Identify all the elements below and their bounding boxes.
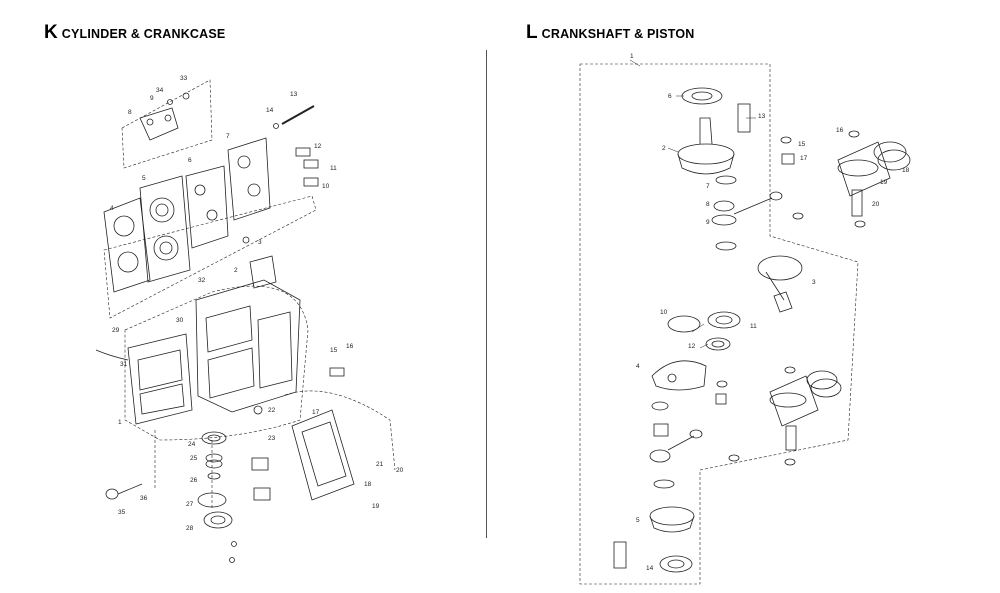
callout-l-19: 19 [880, 179, 888, 186]
callout-l-9: 9 [706, 219, 710, 226]
callout-k-11: 11 [330, 165, 337, 172]
callout-k-23: 23 [268, 435, 276, 442]
callout-k-7: 7 [226, 133, 230, 140]
lower-crank-web [651, 360, 707, 391]
callout-k-15: 15 [330, 347, 338, 354]
center-crankshaft [757, 255, 803, 313]
callouts-k: 1 2 3 4 5 6 7 8 9 10 11 12 13 14 15 16 1… [110, 75, 404, 532]
callout-k-25: 25 [190, 455, 198, 462]
callout-l-1: 1 [630, 53, 634, 60]
callout-k-16: 16 [346, 343, 354, 350]
lower-piston [769, 375, 819, 427]
callout-k-3: 3 [258, 239, 262, 246]
callout-k-36: 36 [140, 495, 148, 502]
callout-l-12: 12 [688, 343, 696, 350]
callout-l-14: 14 [646, 565, 654, 572]
callout-k-4: 4 [110, 205, 114, 212]
callout-l-13: 13 [758, 113, 766, 120]
callout-k-34: 34 [156, 87, 164, 94]
callout-k-1: 1 [118, 419, 122, 426]
panel-letter-k: K [44, 22, 58, 43]
upper-crankshaft [677, 117, 735, 175]
callout-k-24: 24 [188, 441, 196, 448]
callout-k-35: 35 [118, 509, 126, 516]
cylinder-block [195, 279, 301, 413]
callout-k-2: 2 [234, 267, 238, 274]
callout-l-15: 15 [798, 141, 806, 148]
panel-divider [486, 50, 487, 538]
top-bearing [681, 87, 723, 105]
callout-k-10: 10 [322, 183, 330, 190]
drain-bolt [105, 483, 143, 500]
crankcase [127, 333, 193, 425]
callout-k-14: 14 [266, 107, 274, 114]
callout-k-19: 19 [372, 503, 380, 510]
callout-k-30: 30 [176, 317, 184, 324]
callout-l-5: 5 [636, 517, 640, 524]
callout-k-13: 13 [290, 91, 298, 98]
callout-l-8: 8 [706, 201, 710, 208]
callout-l-16: 16 [836, 127, 844, 134]
callout-k-26: 26 [190, 477, 198, 484]
callout-l-18: 18 [902, 167, 910, 174]
callout-k-6: 6 [188, 157, 192, 164]
callout-l-3: 3 [812, 279, 816, 286]
seals-bearings [197, 431, 271, 529]
thermostat-cover [227, 137, 271, 221]
callout-k-5: 5 [142, 175, 146, 182]
callout-k-9: 9 [150, 95, 154, 102]
callout-k-17: 17 [312, 409, 320, 416]
callout-l-4: 4 [636, 363, 640, 370]
callout-k-33: 33 [180, 75, 188, 82]
callout-k-31: 31 [120, 361, 128, 368]
callout-l-20: 20 [872, 201, 880, 208]
callouts-l: 1 2 3 4 5 6 7 8 9 10 11 12 13 14 15 16 1… [630, 53, 910, 572]
callout-l-11: 11 [750, 323, 757, 330]
callout-l-6: 6 [668, 93, 672, 100]
callout-k-28: 28 [186, 525, 194, 532]
callout-k-22: 22 [268, 407, 276, 414]
upper-connecting-rod [711, 191, 783, 226]
head-gasket [103, 197, 151, 293]
upper-piston [837, 141, 891, 197]
callout-k-21: 21 [376, 461, 384, 468]
callout-k-18: 18 [364, 481, 372, 488]
panel-letter-l: L [526, 22, 538, 43]
cylinder-head [139, 175, 191, 283]
lower-connecting-rod [649, 429, 703, 463]
crankshaft-piston-drawing [579, 59, 911, 585]
callout-l-17: 17 [800, 155, 808, 162]
callout-k-32: 32 [198, 277, 206, 284]
callout-l-7: 7 [706, 183, 710, 190]
water-cover [291, 409, 355, 501]
cylinder-crankcase-drawing [95, 79, 396, 563]
callout-k-20: 20 [396, 467, 404, 474]
bottom-crank [649, 506, 695, 533]
callout-k-29: 29 [112, 327, 120, 334]
panel-name-k: CYLINDER & CRANKCASE [61, 27, 226, 41]
callout-k-12: 12 [314, 143, 322, 150]
exhaust-cover [139, 107, 179, 141]
callout-k-8: 8 [128, 109, 132, 116]
callout-l-10: 10 [660, 309, 668, 316]
water-jacket-cover [185, 165, 229, 249]
panel-name-l: CRANKSHAFT & PISTON [541, 27, 695, 41]
callout-l-2: 2 [662, 145, 666, 152]
callout-k-27: 27 [186, 501, 194, 508]
